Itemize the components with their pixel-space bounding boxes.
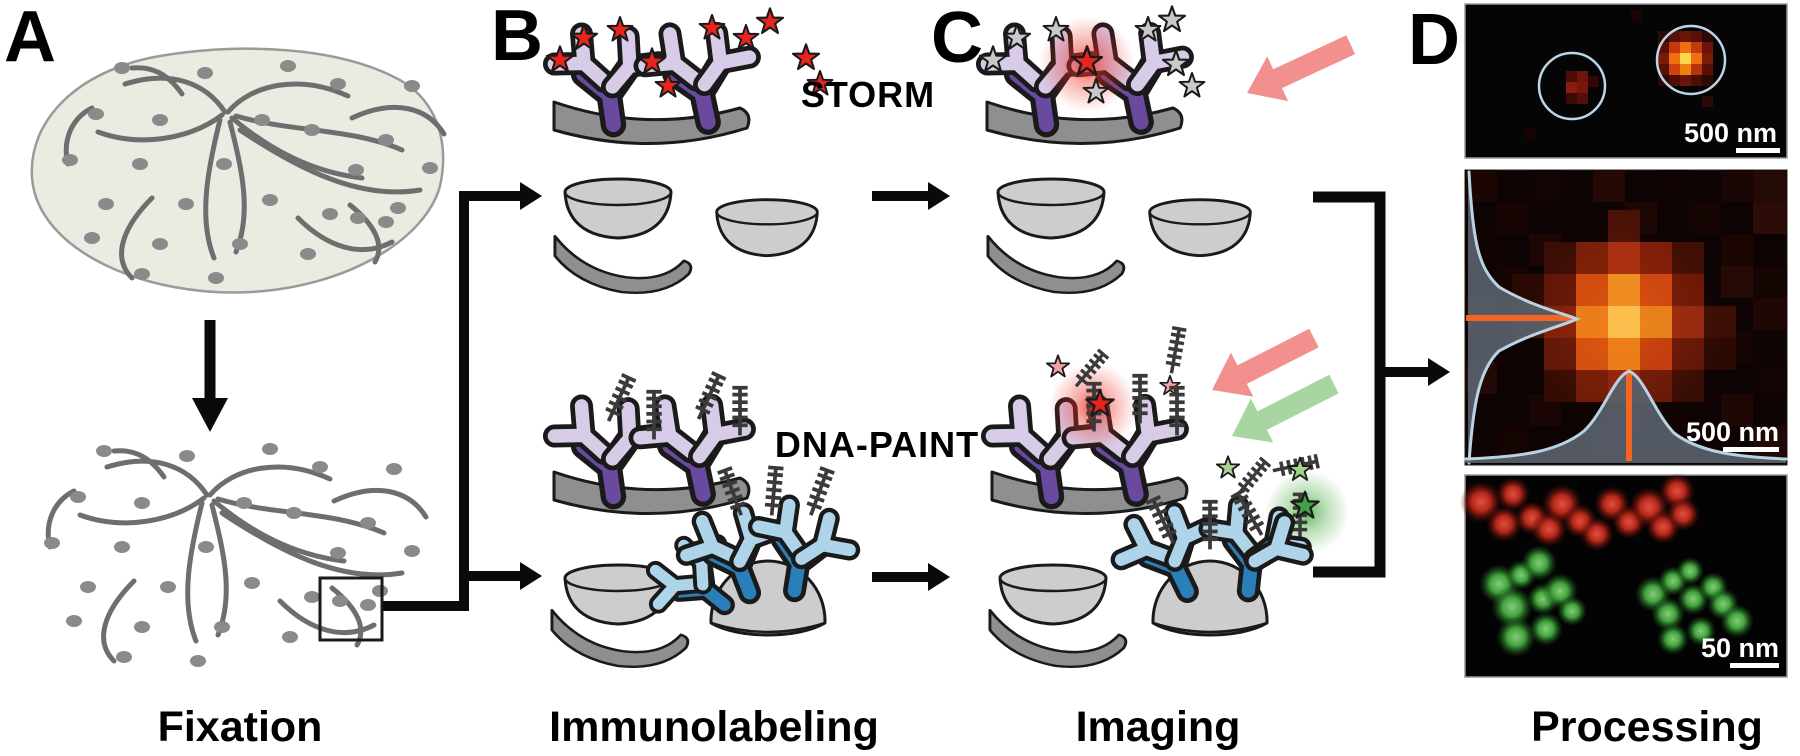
localization-circle xyxy=(1537,51,1607,121)
localization-circle xyxy=(1655,24,1727,96)
psf-fitting-image: 500 nm xyxy=(1463,169,1788,466)
free-green-imager-star-icon xyxy=(1215,455,1241,479)
flow-arrow-down xyxy=(192,320,228,432)
immunolabeling-caption: Immunolabeling xyxy=(549,703,879,751)
scale-bar-label: 500 nm xyxy=(1684,118,1777,148)
panel-b-letter: B xyxy=(491,0,543,76)
scale-bar xyxy=(1730,663,1779,668)
excitation-arrow-red-icon xyxy=(1236,22,1362,116)
fluorophore-star-icon xyxy=(732,24,760,50)
merge-bracket-arrow xyxy=(1313,191,1450,578)
scale-bar xyxy=(1736,148,1780,153)
storm-labeling-scene xyxy=(545,7,834,295)
scale-bar-label: 500 nm xyxy=(1686,417,1779,447)
flow-branch-arrow xyxy=(383,182,542,611)
zoom-region-box xyxy=(318,576,384,642)
processed-red-cluster xyxy=(1460,473,1700,551)
scale-bar xyxy=(1723,447,1779,452)
fit-center-line xyxy=(1626,371,1632,461)
panel-d: D xyxy=(1408,0,1788,751)
storm-label: STORM xyxy=(801,74,935,115)
processed-green-cluster xyxy=(1479,545,1754,657)
membrane-crescent xyxy=(553,234,693,295)
dna-imager-strand-icon xyxy=(1162,326,1189,377)
raw-localizations-image: 500 nm xyxy=(1464,3,1788,159)
dark-fluorophore-star-icon xyxy=(1178,72,1206,98)
flow-arrow-b-to-c-top xyxy=(872,182,950,210)
membrane-crescent xyxy=(986,234,1126,295)
vesicle-bowl xyxy=(998,563,1108,626)
flow-arrow-b-to-c-bottom xyxy=(872,563,950,591)
fixation-caption: Fixation xyxy=(158,703,323,751)
vesicle-bowl xyxy=(563,177,673,240)
panel-a: A Fixation xyxy=(4,0,444,751)
panel-c: C xyxy=(931,0,1362,751)
panel-a-letter: A xyxy=(4,0,56,77)
vesicle-bowl xyxy=(996,177,1106,240)
vertical-gaussian-fit xyxy=(1466,170,1581,465)
fluorophore-star-icon xyxy=(755,7,785,35)
bright-emitter-pixels xyxy=(1524,10,1713,139)
dna-docking-strand-icon xyxy=(1200,499,1220,552)
imaging-caption: Imaging xyxy=(1076,703,1241,751)
storm-imaging-scene xyxy=(978,5,1362,295)
scale-bar-label: 50 nm xyxy=(1701,633,1779,663)
dim-emitter-pixels xyxy=(1566,71,1599,104)
panel-c-letter: C xyxy=(931,0,983,78)
vesicle-bowl xyxy=(715,198,819,258)
fit-center-line xyxy=(1466,315,1572,321)
panel-b: B STORM xyxy=(491,0,979,751)
processing-caption: Processing xyxy=(1531,703,1763,751)
cell-outline xyxy=(30,47,445,294)
dna-paint-imaging-scene xyxy=(988,316,1349,669)
dna-paint-label: DNA-PAINT xyxy=(775,424,979,465)
fluorophore-star-icon xyxy=(791,43,821,71)
dna-paint-labeling-scene xyxy=(550,370,857,669)
dark-fluorophore-star-icon xyxy=(1157,5,1187,33)
vesicle-bowl xyxy=(1148,198,1252,258)
reconstruction-image: 50 nm xyxy=(1460,473,1788,678)
panel-d-letter: D xyxy=(1408,0,1460,80)
horizontal-gaussian-fit xyxy=(1463,369,1788,463)
extracted-chromatin-illustration xyxy=(44,443,426,667)
fixed-cell-illustration xyxy=(30,47,445,294)
